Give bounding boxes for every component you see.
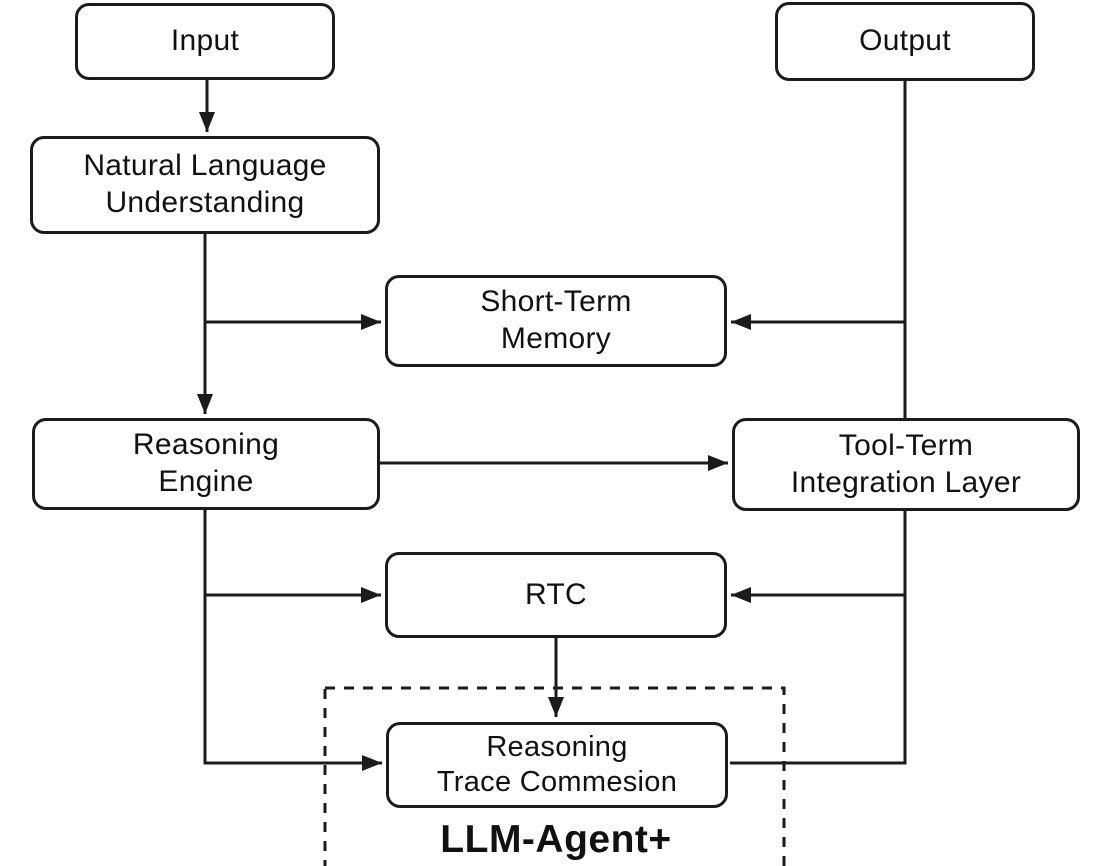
node-short-term-memory: Short-Term Memory	[385, 275, 727, 367]
node-input-label: Input	[170, 24, 240, 58]
node-reasoning-engine: Reasoning Engine	[32, 418, 380, 510]
node-input: Input	[75, 3, 335, 80]
node-tool-term-integration-layer: Tool-Term Integration Layer	[732, 418, 1080, 511]
node-reasoning-engine-label-line1: Reasoning	[132, 428, 280, 462]
node-trace-commesion-label-line1: Reasoning	[486, 730, 628, 763]
llm-agent-group-label: LLM-Agent+	[440, 818, 672, 861]
node-reasoning-engine-label-line2: Engine	[158, 465, 254, 498]
node-nlu-label-line1: Natural Language	[83, 149, 327, 183]
node-stm-label-line1: Short-Term	[480, 285, 632, 319]
edge-tool-term-to-trace-commesion	[730, 510, 907, 765]
node-stm-label-line2: Memory	[500, 322, 612, 355]
edge-reasoning-engine-to-trace-commesion	[203, 510, 382, 771]
node-rtc-label: RTC	[524, 577, 587, 611]
node-rtc: RTC	[385, 552, 727, 638]
node-output: Output	[775, 2, 1035, 81]
node-trace-commesion-label-line2: Trace Commesion	[436, 766, 678, 798]
node-nlu-label-line2: Understanding	[105, 186, 305, 219]
node-output-label: Output	[859, 24, 951, 58]
node-reasoning-trace-commesion: Reasoning Trace Commesion	[386, 722, 728, 808]
node-natural-language-understanding: Natural Language Understanding	[30, 136, 380, 234]
node-tool-term-label-line2: Integration Layer	[790, 465, 1022, 499]
node-tool-term-label-line1: Tool-Term	[838, 428, 974, 462]
